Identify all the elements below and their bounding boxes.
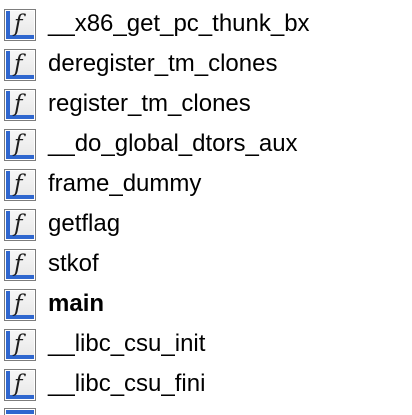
function-icon: f bbox=[4, 209, 36, 241]
function-name: __libc_csu_init bbox=[48, 330, 206, 357]
function-name: frame_dummy bbox=[48, 170, 202, 197]
function-name: __x86_get_pc_thunk_bx bbox=[48, 10, 310, 37]
function-list: f __x86_get_pc_thunk_bx f deregister_tm_… bbox=[0, 4, 412, 404]
function-icon: f bbox=[4, 49, 36, 81]
function-list-item[interactable]: f getflag bbox=[0, 204, 412, 244]
function-list-item[interactable]: f deregister_tm_clones bbox=[0, 44, 412, 84]
function-name: getflag bbox=[48, 210, 121, 237]
function-icon: f bbox=[4, 9, 36, 41]
function-name: __libc_csu_fini bbox=[48, 370, 206, 397]
function-icon: f bbox=[4, 289, 36, 321]
function-name: __do_global_dtors_aux bbox=[48, 130, 298, 157]
function-list-item[interactable]: f frame_dummy bbox=[0, 164, 412, 204]
function-icon: f bbox=[4, 329, 36, 361]
function-icon: f bbox=[4, 249, 36, 281]
function-list-item[interactable]: f __do_global_dtors_aux bbox=[0, 124, 412, 164]
function-name: deregister_tm_clones bbox=[48, 50, 278, 77]
function-list-item[interactable]: f stkof bbox=[0, 244, 412, 284]
function-list-item[interactable]: f register_tm_clones bbox=[0, 84, 412, 124]
function-list-item[interactable]: f __libc_csu_init bbox=[0, 324, 412, 364]
function-icon: f bbox=[4, 129, 36, 161]
function-name: main bbox=[48, 290, 105, 317]
function-name: register_tm_clones bbox=[48, 90, 251, 117]
function-list-item[interactable]: f __x86_get_pc_thunk_bx bbox=[0, 4, 412, 44]
function-list-item[interactable]: f __libc_csu_fini bbox=[0, 364, 412, 404]
function-icon bbox=[4, 408, 36, 415]
function-icon: f bbox=[4, 169, 36, 201]
function-list-item-main[interactable]: f main bbox=[0, 284, 412, 324]
function-name: stkof bbox=[48, 250, 99, 277]
function-icon: f bbox=[4, 89, 36, 121]
function-icon: f bbox=[4, 369, 36, 401]
